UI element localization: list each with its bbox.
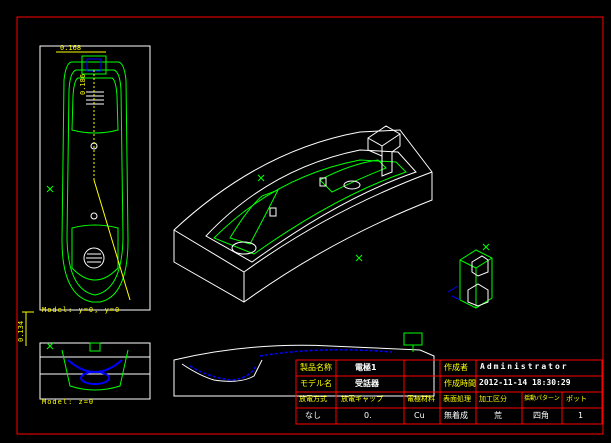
front-view (39, 342, 151, 400)
side-view (173, 332, 435, 397)
front-handle (89, 342, 101, 352)
dim-side-label: 0.134 (17, 320, 25, 342)
dim-leader (93, 179, 131, 301)
tb-pattern-value: 四角 (533, 411, 549, 420)
top-hole-lower (90, 212, 98, 220)
tb-author-value: Administrator (480, 362, 569, 371)
side-hidden (189, 365, 257, 381)
tb-gap-label: 放電ギャップ (341, 395, 383, 403)
iso-cavity-inner (213, 159, 407, 255)
top-view-frame (39, 45, 151, 311)
top-speaker-grille (86, 91, 104, 105)
iso-view (173, 125, 433, 303)
iso-marker-1 (257, 174, 265, 182)
title-block-grid (295, 359, 603, 425)
tb-product-name-value: 電極1 (355, 363, 377, 372)
iso-top-edge (173, 171, 433, 273)
top-view-inner (66, 69, 124, 296)
iso-body-outline (173, 129, 433, 303)
tb-gap-value: 0. (364, 411, 372, 420)
small-iso-view (447, 243, 493, 309)
drawing-frame (16, 16, 604, 435)
front-hidden-profile (67, 359, 123, 373)
tb-process-label: 加工区分 (479, 395, 507, 403)
tb-material-label: 電極材料 (407, 395, 435, 403)
tb-surface-label: 表面処理 (443, 395, 471, 403)
tb-pattern-label: 揺動パターン (524, 395, 560, 402)
tb-pot-value: 1 (578, 411, 584, 420)
iso-mic-area (231, 241, 257, 255)
top-view-label: Model: y=0, y=0 (42, 306, 121, 314)
dim-top-label: 0.168 (60, 44, 82, 52)
dim-mid-label: 0.186 (79, 73, 87, 95)
tb-material-value: Cu (414, 411, 425, 420)
tb-model-value: 受話器 (355, 379, 379, 388)
top-mic-grille (86, 253, 102, 263)
tb-created-label: 作成時間 (444, 379, 476, 388)
top-marker (46, 185, 54, 193)
iso-marker-2 (355, 254, 363, 262)
tb-discharge-value: なし (305, 411, 321, 420)
side-handle (403, 332, 423, 346)
tb-created-value: 2012-11-14 18:30:29 (479, 378, 571, 387)
top-mic-circle (83, 247, 105, 269)
front-profile (61, 349, 129, 391)
front-view-label: Model: z=0 (42, 398, 95, 406)
tb-discharge-label: 放電方式 (299, 395, 327, 403)
top-view (39, 45, 151, 311)
top-view-mic-pocket (71, 224, 119, 281)
top-view-outline (61, 61, 129, 303)
tb-author-label: 作成者 (444, 363, 468, 372)
tb-pot-label: ポット (566, 395, 587, 403)
top-view-speaker-pocket (71, 77, 119, 134)
tb-surface-value: 無着成 (444, 411, 468, 420)
iso-cavity (205, 149, 417, 263)
iso-handle (367, 125, 401, 177)
tb-model-label: モデル名 (300, 379, 332, 388)
side-view-outline (173, 344, 435, 397)
front-hidden-boss (80, 371, 110, 385)
iso-speaker-area (343, 180, 361, 190)
top-handle-inner (86, 58, 102, 72)
tb-process-value: 荒 (494, 411, 502, 420)
tb-product-name-label: 製品名称 (300, 363, 332, 372)
front-marker (46, 342, 54, 350)
